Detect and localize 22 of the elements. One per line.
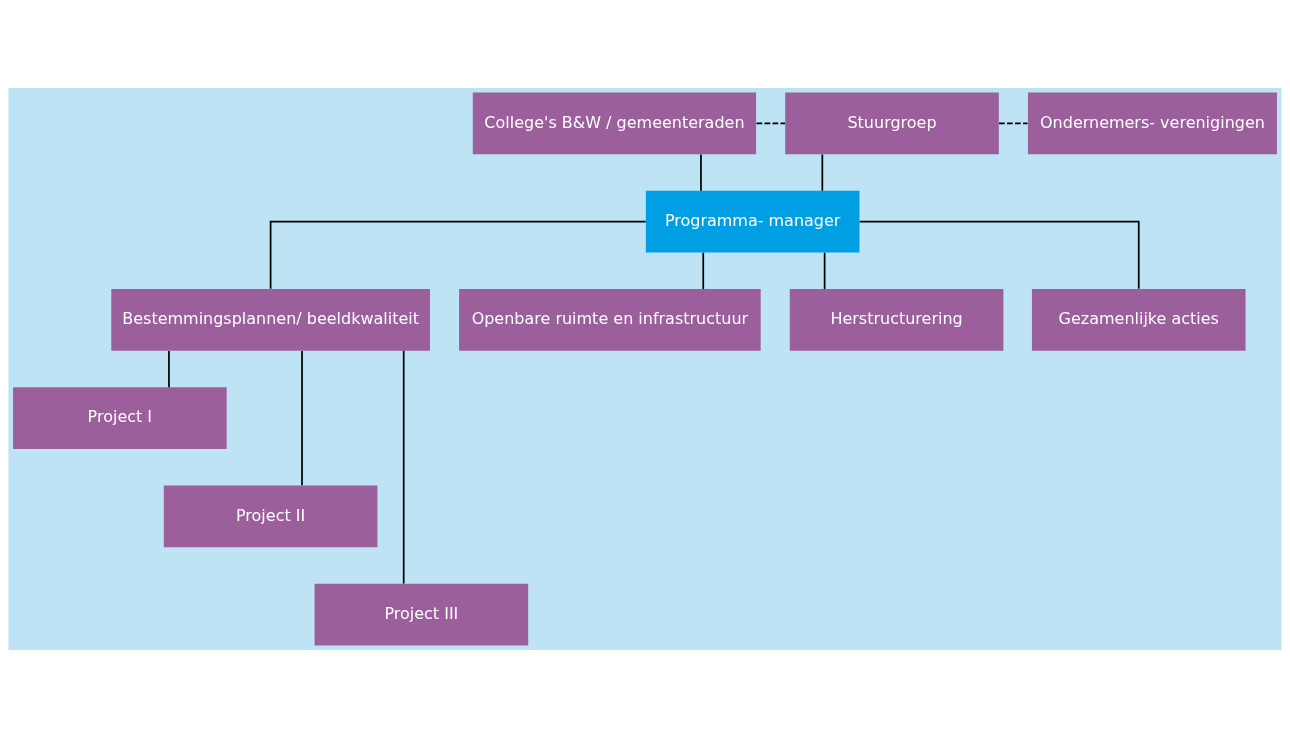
connector [998, 122, 1029, 124]
node-box: College's B&W / gemeenteraden [472, 92, 757, 154]
connector [858, 220, 1140, 290]
connector [821, 153, 824, 192]
connector [168, 349, 170, 388]
node-box: Gezamenlijke acties [1031, 288, 1246, 351]
node-box: Stuurgroep [785, 92, 999, 154]
node-box: Project III [314, 583, 529, 645]
connector [702, 251, 705, 290]
node-box: Openbare ruimte en infrastructuur [459, 288, 761, 351]
connector [700, 153, 702, 192]
connector [269, 220, 647, 290]
node-box: Herstructurering [789, 288, 1004, 351]
connector [402, 349, 405, 584]
node-box: Project II [163, 485, 378, 547]
connector [301, 349, 303, 486]
connector [823, 251, 826, 290]
connector [755, 122, 786, 124]
node-box: Programma- manager [645, 190, 860, 252]
node-box: Bestemmingsplannen/ beeldkwaliteit [111, 288, 430, 351]
node-box: Project I [13, 386, 227, 449]
node-box: Ondernemers- verenigingen [1027, 92, 1277, 154]
